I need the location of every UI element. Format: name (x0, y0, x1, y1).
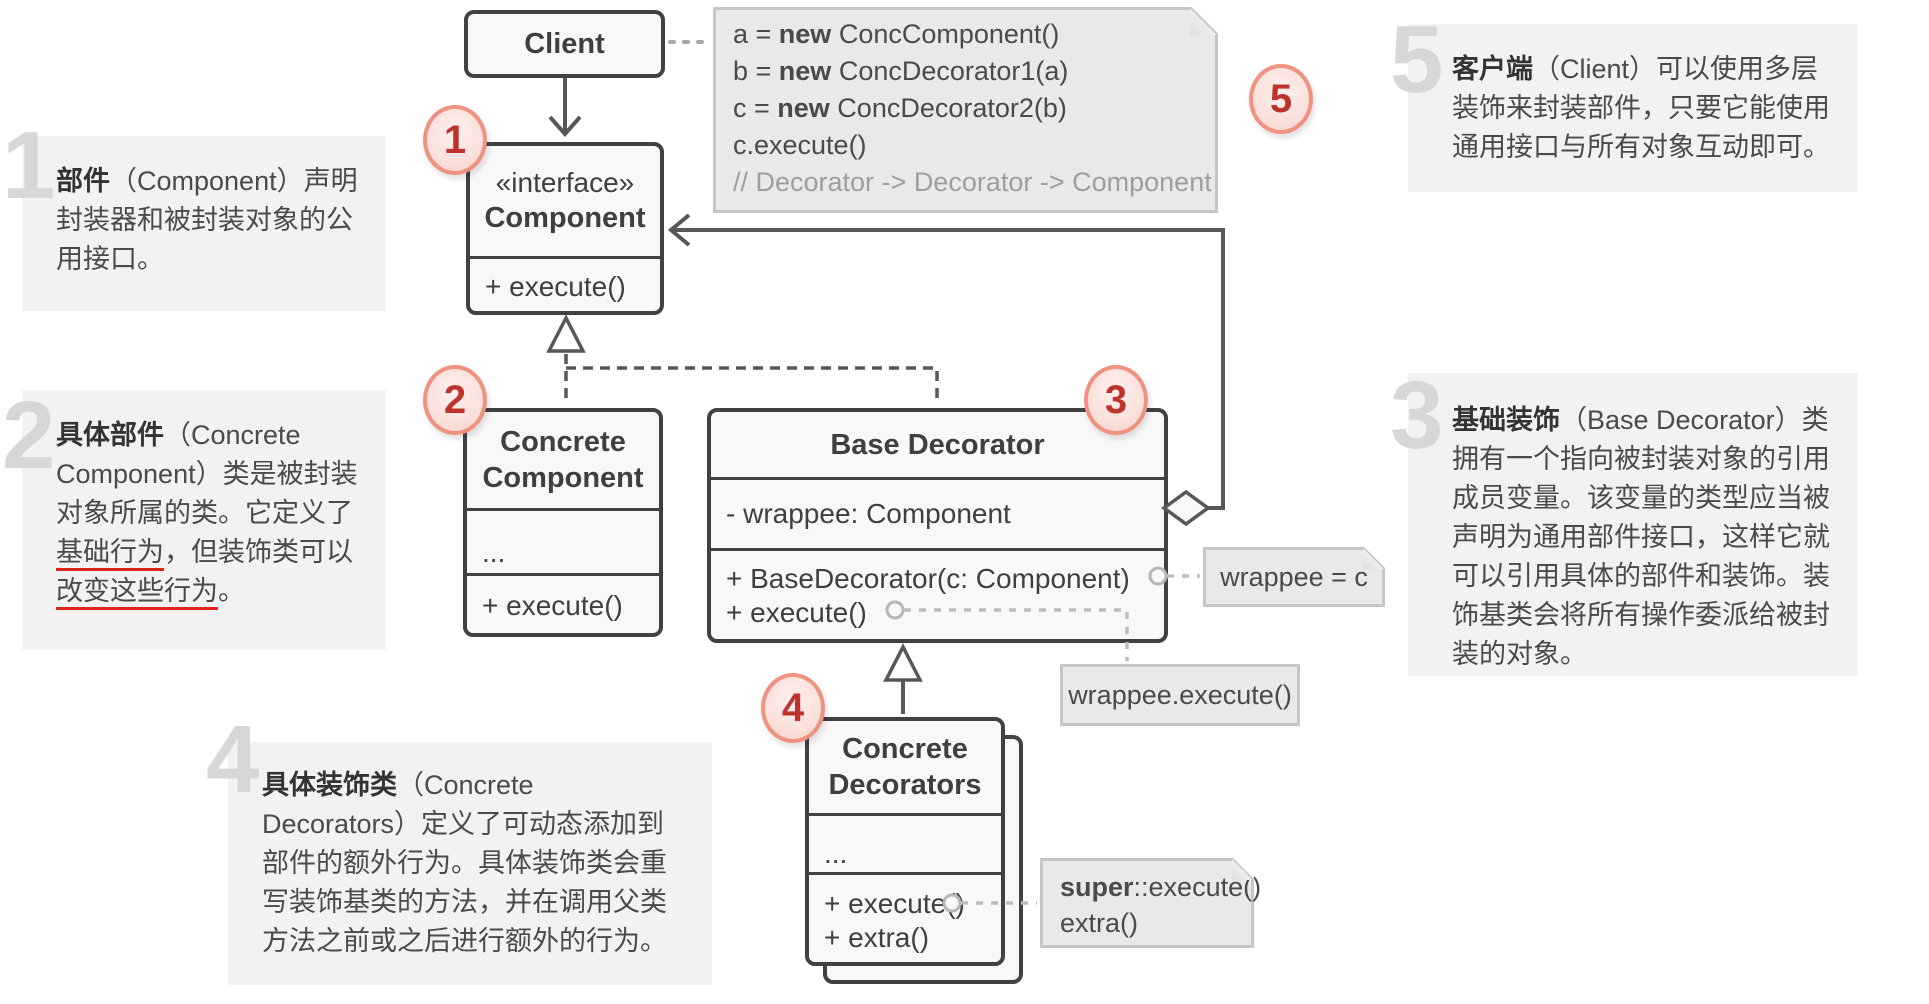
code-line-4: c.execute() (733, 130, 867, 160)
note-super-execute: super::execute() extra() (1040, 858, 1262, 948)
method-extra: + extra() (824, 922, 930, 953)
realization-triangle-icon (546, 314, 586, 353)
class-concrete-component-title-line1: Concrete (500, 426, 626, 458)
arrowhead-down-icon (548, 115, 582, 138)
annotation-3: 基础装饰（Base Decorator）类拥有一个指向被封装对象的引用成员变量。… (1408, 373, 1858, 676)
annotation-3-text: （Base Decorator）类拥有一个指向被封装对象的引用成员变量。该变量的… (1452, 405, 1830, 669)
annotation-2-number: 2 (2, 382, 56, 489)
annotation-3-term: 基础装饰 (1452, 405, 1560, 435)
method-execute: + execute() (485, 270, 626, 302)
field-wrappee: - wrappee: Component (726, 498, 1011, 529)
annotation-2-text: ，但装饰类可以 (164, 537, 353, 567)
super-note-line1: super::execute() (1060, 872, 1262, 902)
field-ellipsis: ... (824, 838, 848, 869)
note-fold-icon (1363, 547, 1385, 569)
annotation-5-text: （Client）可以使用多层装饰来封装部件，只要它能使用通用接口与所有对象互动即… (1452, 54, 1830, 162)
class-client: Client (464, 10, 665, 78)
annotation-1-text: （Component）声明封装器和被封装对象的公用接口。 (56, 166, 358, 274)
note-wrappee-execute: wrappee.execute() (1060, 664, 1300, 726)
annotation-5-term: 客户端 (1452, 54, 1533, 84)
badge-3: 3 (1084, 365, 1148, 435)
method-execute: + execute() (482, 590, 623, 621)
class-base-decorator-title: Base Decorator (830, 428, 1045, 461)
annotation-2-underlined-1: 基础行为 (56, 537, 164, 571)
note-wrappee-assign: wrappee = c (1203, 547, 1385, 607)
annotation-3-number: 3 (1390, 362, 1444, 469)
base-decorator-realization-dash (566, 366, 939, 404)
annotation-2-term: 具体部件 (56, 420, 164, 450)
class-base-decorator: Base Decorator - wrappee: Component + Ba… (707, 408, 1168, 643)
class-component-title: Component (484, 202, 646, 234)
field-ellipsis: ... (482, 537, 506, 568)
annotation-2: 具体部件（Concrete Component）类是被封装对象所属的类。它定义了… (22, 390, 386, 650)
badge-1: 1 (423, 105, 487, 175)
method-execute: + execute() (824, 888, 965, 919)
client-code-note: a = new ConcComponent() b = new ConcDeco… (713, 7, 1218, 213)
note-fold-icon (1190, 7, 1218, 35)
code-comment-line: // Decorator -> Decorator -> Component (733, 167, 1212, 197)
annotation-5: 客户端（Client）可以使用多层装饰来封装部件，只要它能使用通用接口与所有对象… (1408, 24, 1858, 192)
method-execute: + execute() (726, 597, 867, 628)
arrowhead-left-icon (667, 213, 691, 247)
note-fold-icon (1232, 858, 1254, 880)
badge-5: 5 (1249, 64, 1313, 134)
code-line-2: b = new ConcDecorator1(a) (733, 56, 1069, 86)
class-client-title: Client (524, 28, 605, 60)
class-concrete-decorators: Concrete Decorators ... + execute() + ex… (805, 717, 1005, 966)
class-concrete-decorators-title-line2: Decorators (828, 769, 982, 801)
annotation-5-number: 5 (1390, 6, 1444, 113)
annotation-2-text: （Concrete Component）类是被封装对象所属的类。它定义了 (56, 420, 358, 528)
aggregation-diamond-icon (1161, 489, 1211, 527)
stereotype-label: «interface» (495, 167, 635, 198)
class-concrete-component: Concrete Component ... + execute() (463, 408, 663, 637)
annotation-2-underlined-2: 改变这些行为 (56, 576, 218, 610)
class-component: «interface» Component + execute() (466, 142, 664, 315)
annotation-1-number: 1 (2, 112, 56, 219)
code-line-1: a = new ConcComponent() (733, 19, 1060, 49)
annotation-4-term: 具体装饰类 (262, 770, 397, 800)
annotation-1-term: 部件 (56, 166, 110, 196)
annotation-1: 部件（Component）声明封装器和被封装对象的公用接口。 (22, 136, 386, 311)
annotation-4-text: （Concrete Decorators）定义了可动态添加到部件的额外行为。具体… (262, 770, 667, 956)
badge-2: 2 (423, 365, 487, 435)
annotation-4: 具体装饰类（Concrete Decorators）定义了可动态添加到部件的额外… (228, 742, 712, 985)
super-note-line2: extra() (1060, 908, 1139, 938)
annotation-2-text: 。 (218, 576, 245, 606)
method-basedecorator-constructor: + BaseDecorator(c: Component) (726, 563, 1130, 594)
code-line-3: c = new ConcDecorator2(b) (733, 93, 1067, 123)
badge-4: 4 (761, 673, 825, 743)
annotation-4-number: 4 (206, 706, 260, 813)
class-concrete-component-title-line2: Component (482, 462, 644, 494)
class-concrete-decorators-title-line1: Concrete (842, 733, 968, 765)
